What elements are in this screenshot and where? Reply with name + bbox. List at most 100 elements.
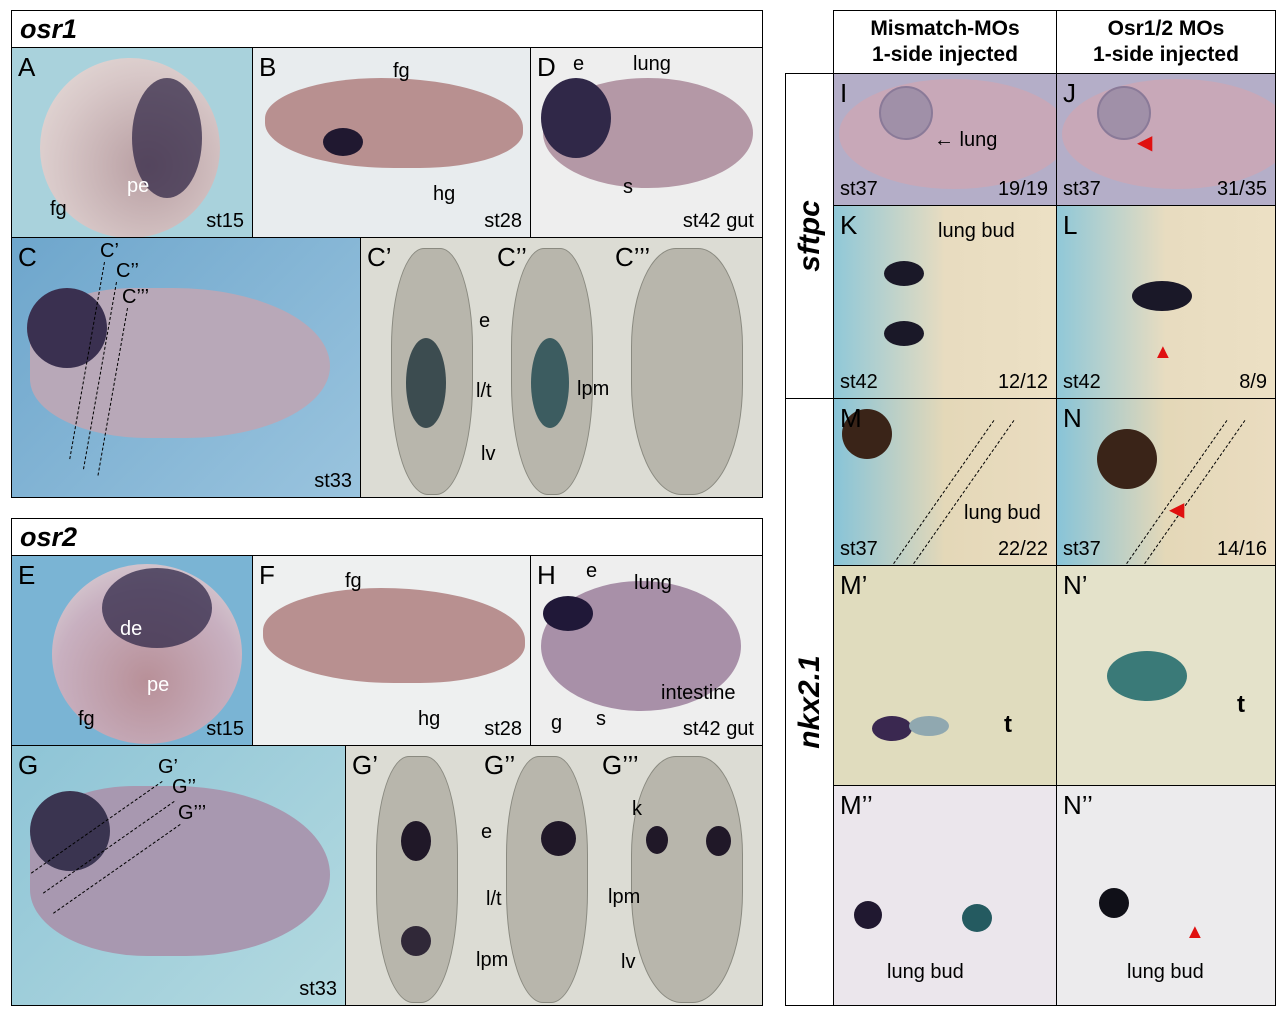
panel-label: M xyxy=(840,403,862,433)
panel-label: M’ xyxy=(840,570,868,600)
header-line: Osr1/2 MOs xyxy=(1107,17,1225,40)
panel-N-prime: N’ t xyxy=(1056,565,1276,786)
header-line: 1-side injected xyxy=(872,43,1018,66)
red-arrow-icon: ▲ xyxy=(1153,341,1173,363)
panel-label: H xyxy=(537,560,556,590)
label-s: s xyxy=(596,708,606,730)
stage-label: st42 gut xyxy=(682,718,754,740)
label-hg: hg xyxy=(418,708,441,730)
panel-label: I xyxy=(840,78,848,108)
panel-E: E de pe fg st15 xyxy=(11,555,253,746)
panel-label: E xyxy=(18,560,36,590)
panel-label: D xyxy=(537,52,556,82)
column-header-osr-mo: Osr1/2 MOs 1-side injected xyxy=(1056,10,1276,74)
label-t: t xyxy=(1237,691,1245,718)
label-lung-bud: lung bud xyxy=(1127,961,1204,983)
label-pe: pe xyxy=(147,674,170,696)
section-line-label: C’’’ xyxy=(122,286,150,308)
panel-G-prime: G’ G’’ G’’’ e l/t lpm lv k lpm xyxy=(345,745,763,1006)
panel-label: L xyxy=(1063,210,1078,240)
label-e: e xyxy=(586,560,598,582)
label-de: de xyxy=(120,618,143,640)
stage-label: st33 xyxy=(314,470,352,492)
row-label-sftpc: sftpc xyxy=(785,73,834,399)
label-e: e xyxy=(573,53,585,75)
stage-label: st37 xyxy=(840,538,878,560)
panel-A: A fg pe st15 xyxy=(11,47,253,238)
row-label-text: nkx2.1 xyxy=(792,655,826,749)
panel-label: N’’ xyxy=(1063,790,1093,820)
osr1-title: osr1 xyxy=(11,10,763,48)
count-label: 22/22 xyxy=(997,538,1048,560)
stage-label: st42 gut xyxy=(682,210,754,232)
panel-label: G’ xyxy=(352,750,378,780)
section-line-label: C’ xyxy=(100,240,119,262)
count-label: 31/35 xyxy=(1216,178,1267,200)
panel-I: I ← lung st37 19/19 xyxy=(833,73,1057,206)
stage-label: st33 xyxy=(299,978,337,1000)
panel-N-double-prime: ▲ N’’ lung bud xyxy=(1056,785,1276,1006)
panel-label: K xyxy=(840,210,858,240)
label-e: e xyxy=(481,821,493,843)
stage-label: st37 xyxy=(1063,538,1101,560)
red-arrow-icon: ◀ xyxy=(1169,499,1185,521)
panel-label: G’’’ xyxy=(602,750,639,780)
label-fg: fg xyxy=(345,570,362,592)
panel-B: B fg hg st28 xyxy=(252,47,531,238)
label-fg: fg xyxy=(393,60,410,82)
label-lpm: lpm xyxy=(608,886,641,908)
column-header-mismatch: Mismatch-MOs 1-side injected xyxy=(833,10,1057,74)
stage-label: st15 xyxy=(206,718,244,740)
panel-M: M lung bud st37 22/22 xyxy=(833,398,1057,566)
panel-L: L ▲ st42 8/9 xyxy=(1056,205,1276,399)
label-t: t xyxy=(1004,711,1012,738)
label-k: k xyxy=(632,798,642,820)
section-line-label: C’’ xyxy=(116,260,139,282)
stage-label: st28 xyxy=(484,718,522,740)
label-lt: l/t xyxy=(476,380,492,402)
label-lung-bud: lung bud xyxy=(938,220,1015,242)
count-label: 12/12 xyxy=(997,371,1048,393)
panel-C: C C’ C’’ C’’’ st33 xyxy=(11,237,361,498)
label-lung-bud: lung bud xyxy=(964,502,1041,524)
panel-C-prime: C’ C’’ C’’’ e l/t lpm lv xyxy=(360,237,763,498)
panel-M-double-prime: M’’ lung bud xyxy=(833,785,1057,1006)
panel-label: G’’ xyxy=(484,750,516,780)
panel-label: A xyxy=(18,52,36,82)
section-line-label: G’’’ xyxy=(178,802,207,824)
label-s: s xyxy=(623,176,633,198)
count-label: 14/16 xyxy=(1216,538,1267,560)
label-fg: fg xyxy=(78,708,95,730)
label-intestine: intestine xyxy=(661,682,736,704)
panel-label: F xyxy=(259,560,275,590)
panel-label: C’’ xyxy=(497,242,527,272)
label-lpm: lpm xyxy=(577,378,610,400)
panel-N: N ◀ st37 14/16 xyxy=(1056,398,1276,566)
stage-label: st15 xyxy=(206,210,244,232)
label-lv: lv xyxy=(481,443,496,465)
panel-label: J xyxy=(1063,78,1076,108)
header-line: Mismatch-MOs xyxy=(870,17,1020,40)
panel-M-prime: M’ t xyxy=(833,565,1057,786)
count-label: 8/9 xyxy=(1239,371,1267,393)
panel-K: K lung bud st42 12/12 xyxy=(833,205,1057,399)
label-fg: fg xyxy=(50,198,67,220)
panel-label: N xyxy=(1063,403,1082,433)
panel-label: M’’ xyxy=(840,790,873,820)
red-arrow-icon: ◀ xyxy=(1137,132,1153,154)
panel-label: C’ xyxy=(367,242,392,272)
stage-label: st42 xyxy=(840,371,878,393)
panel-label: B xyxy=(259,52,277,82)
stage-label: st42 xyxy=(1063,371,1101,393)
panel-D: D e lung s st42 gut xyxy=(530,47,763,238)
panel-label: C’’’ xyxy=(615,242,651,272)
panel-label: N’ xyxy=(1063,570,1088,600)
header-line: 1-side injected xyxy=(1093,43,1239,66)
stage-label: st37 xyxy=(1063,178,1101,200)
section-line-label: G’ xyxy=(158,756,178,778)
label-lung-bud: lung bud xyxy=(887,961,964,983)
label-lv: lv xyxy=(621,951,636,973)
count-label: 19/19 xyxy=(997,178,1048,200)
label-e: e xyxy=(479,310,491,332)
label-lung: lung xyxy=(634,572,672,594)
